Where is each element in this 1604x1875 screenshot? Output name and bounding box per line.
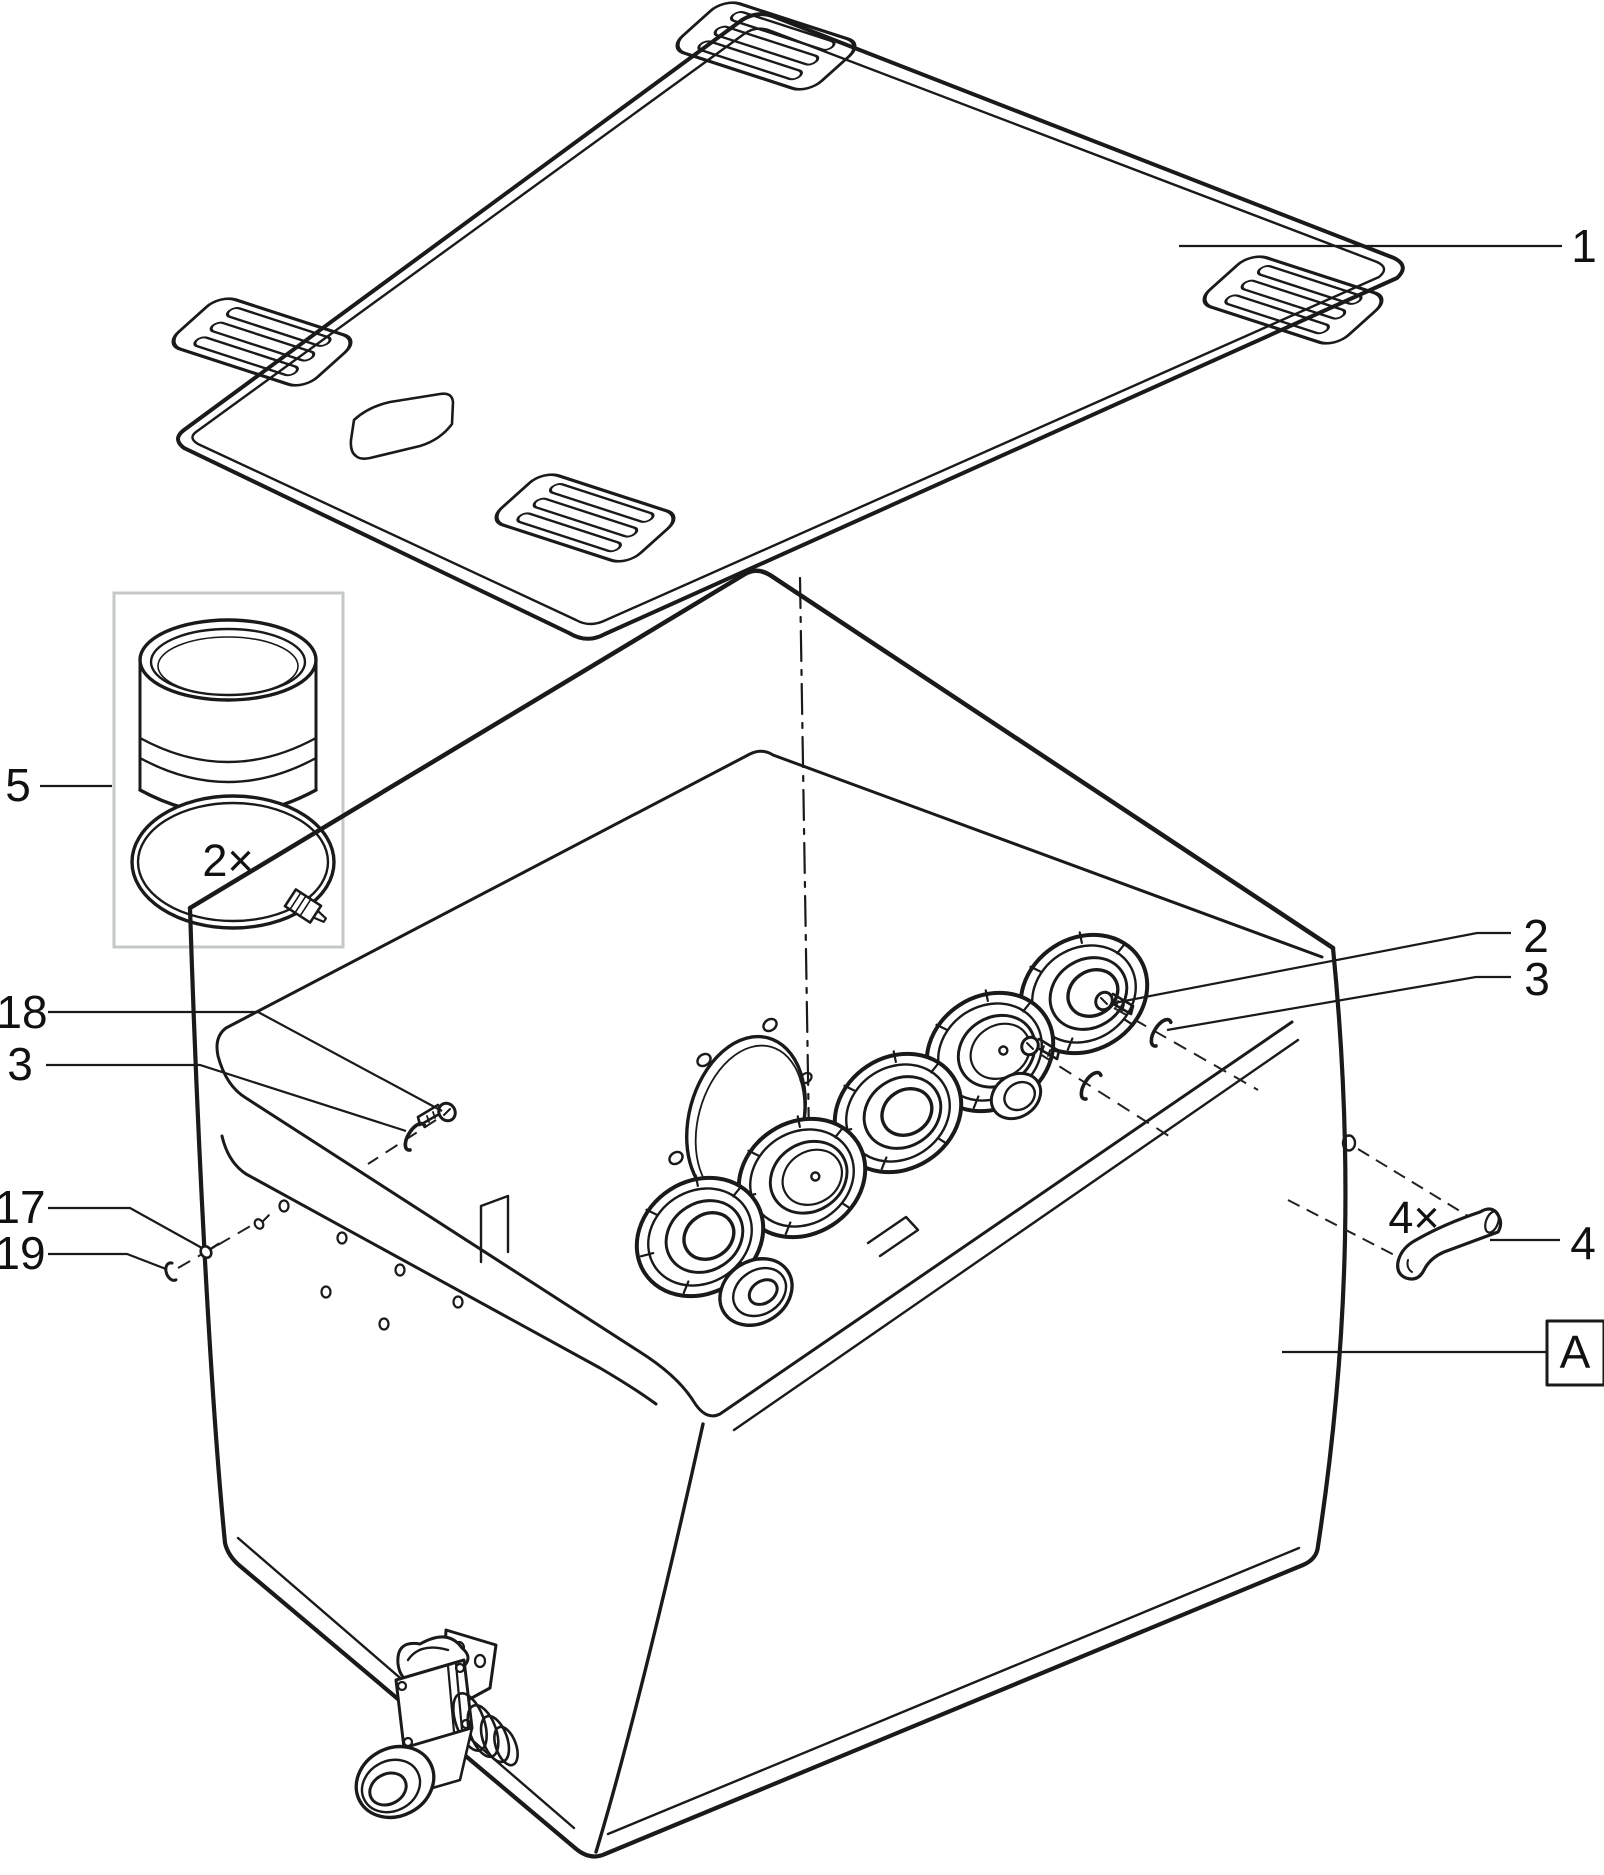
lid-grip-pad-bottom bbox=[488, 471, 682, 566]
lid-recess bbox=[349, 392, 455, 460]
spares-kit-box: 2× bbox=[112, 591, 345, 949]
screw-18 bbox=[416, 1098, 460, 1127]
lid-grip-pad-left bbox=[165, 295, 359, 390]
center-line bbox=[798, 576, 811, 1140]
rim-notch bbox=[479, 1194, 510, 1264]
callout-17: 17 bbox=[0, 1181, 46, 1233]
clamp-screw-housing bbox=[283, 888, 327, 924]
handle-hole bbox=[1341, 1134, 1357, 1152]
outlet-sockets bbox=[612, 909, 1172, 1327]
pin-17 bbox=[199, 1242, 220, 1260]
socket-coupler bbox=[718, 1257, 794, 1327]
callout-3-left: 3 bbox=[7, 1038, 33, 1090]
hose-coupling-sleeve bbox=[138, 618, 318, 816]
callout-1: 1 bbox=[1571, 220, 1597, 272]
detail-a-box bbox=[1545, 1319, 1604, 1387]
small-fitting bbox=[989, 1071, 1043, 1121]
callout-2: 2 bbox=[1523, 910, 1549, 962]
wall-holes bbox=[278, 1199, 464, 1331]
handle-part bbox=[1287, 1134, 1503, 1281]
lid-grip-pad-top bbox=[669, 0, 863, 93]
fasteners bbox=[164, 987, 1259, 1282]
clamp-qty-label: 2× bbox=[202, 835, 253, 886]
drain-valve bbox=[354, 1628, 519, 1820]
clip-19 bbox=[164, 1261, 178, 1282]
callout-3: 3 bbox=[1524, 953, 1550, 1005]
callout-18: 18 bbox=[0, 986, 48, 1038]
callout-4: 4 bbox=[1570, 1217, 1596, 1269]
washer-3 bbox=[1145, 1014, 1174, 1049]
callout-5: 5 bbox=[5, 759, 31, 811]
lid bbox=[165, 0, 1405, 641]
tiny-screw-tip bbox=[253, 1214, 270, 1230]
lid-grip-pad-right bbox=[1196, 253, 1390, 348]
tank-body bbox=[187, 568, 1348, 1859]
callout-19: 19 bbox=[0, 1227, 46, 1279]
hose-clamp: 2× bbox=[130, 794, 336, 930]
callouts: 1 2 3 4 5 18 3 17 19 4× A bbox=[0, 220, 1604, 1387]
rim-tab bbox=[866, 1215, 920, 1258]
detail-a-label: A bbox=[1560, 1326, 1591, 1378]
handle-qty-label: 4× bbox=[1388, 1192, 1439, 1243]
